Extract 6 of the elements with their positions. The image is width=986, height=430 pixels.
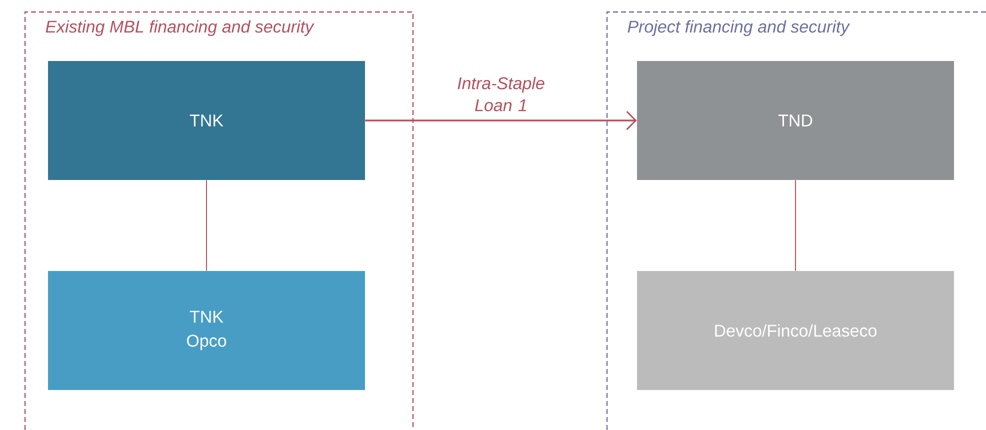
entity-box: TNK Opco bbox=[48, 271, 365, 390]
edge-label: Intra-Staple Loan 1 bbox=[458, 76, 544, 112]
entity-box: TNK bbox=[48, 61, 365, 180]
entity-box: Devco/Finco/Leaseco bbox=[637, 271, 954, 390]
entity-box: TND bbox=[637, 61, 954, 180]
arrow bbox=[365, 110, 637, 130]
